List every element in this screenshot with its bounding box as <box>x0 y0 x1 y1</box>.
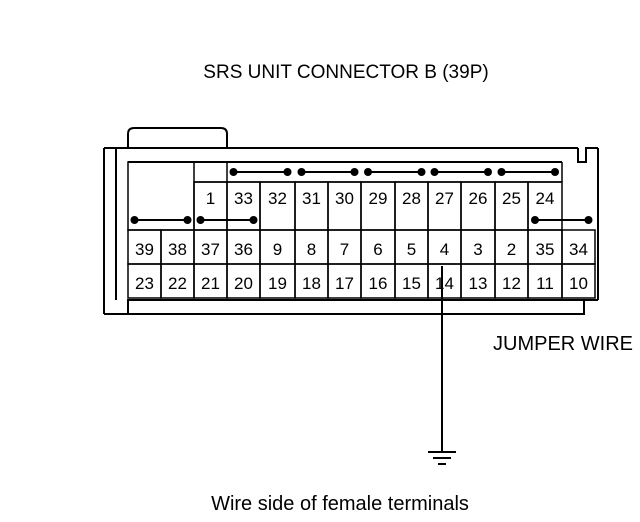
terminal-number: 20 <box>234 274 253 293</box>
terminal-number: 9 <box>273 240 282 259</box>
terminal-number: 23 <box>135 274 154 293</box>
terminal-number: 24 <box>536 189 555 208</box>
terminal-number: 28 <box>402 189 421 208</box>
terminal-number: 21 <box>201 274 220 293</box>
shorting-bar-contact <box>130 216 139 224</box>
terminal-number: 12 <box>502 274 521 293</box>
shorting-bar-contact <box>297 168 306 176</box>
terminal-number: 10 <box>569 274 588 293</box>
terminal-number: 37 <box>201 240 220 259</box>
housing-bottom-edge <box>104 299 598 315</box>
shorting-bar-contact <box>229 168 238 176</box>
jumper-wire-label: JUMPER WIRE <box>493 333 633 355</box>
terminal-number: 39 <box>135 240 154 259</box>
shorting-bar-contact <box>183 216 192 224</box>
shorting-bar-contact <box>364 168 372 176</box>
terminal-number: 34 <box>569 240 588 259</box>
terminal-number: 5 <box>407 240 416 259</box>
shorting-bar-contact <box>350 168 359 176</box>
terminal-number: 16 <box>369 274 388 293</box>
ground-symbol-icon <box>428 451 456 465</box>
shorting-bar-contact <box>584 216 593 224</box>
terminal-number: 6 <box>373 240 382 259</box>
terminal-number: 14 <box>435 274 454 293</box>
terminal-number: 36 <box>234 240 253 259</box>
shorting-bar-contact <box>249 216 258 224</box>
shorting-bar-contact <box>551 168 559 176</box>
terminal-number: 2 <box>507 240 516 259</box>
terminal-number: 27 <box>435 189 454 208</box>
terminal-number: 8 <box>307 240 316 259</box>
terminal-number: 35 <box>536 240 555 259</box>
terminal-number: 33 <box>234 189 253 208</box>
housing-latch <box>127 127 228 148</box>
shorting-bar-contact <box>484 168 492 176</box>
terminal-number: 18 <box>302 274 321 293</box>
terminal-number: 17 <box>335 274 354 293</box>
shorting-bar-contact <box>497 168 506 176</box>
terminal-number: 13 <box>469 274 488 293</box>
housing-right-notch <box>577 147 598 163</box>
diagram-title: SRS UNIT CONNECTOR B (39P) <box>203 62 488 83</box>
terminal-number: 26 <box>469 189 488 208</box>
shorting-bar-contact <box>417 168 426 176</box>
terminal-number: 11 <box>536 274 554 293</box>
terminal-number: 1 <box>206 189 215 208</box>
terminal-number: 22 <box>168 274 187 293</box>
shorting-bar-contact <box>196 216 205 224</box>
housing-bottom-skirt <box>127 300 585 315</box>
terminal-number: 7 <box>340 240 349 259</box>
terminal-cell <box>561 263 596 299</box>
terminal-number: 19 <box>268 274 287 293</box>
shorting-bar-contact <box>430 168 439 176</box>
caption: Wire side of female terminals <box>211 493 469 515</box>
connector-housing <box>103 127 599 315</box>
shorting-bar-contact <box>531 216 539 224</box>
terminal-number: 31 <box>302 189 321 208</box>
terminal-number: 30 <box>335 189 354 208</box>
terminal-number: 3 <box>473 240 482 259</box>
terminal-number: 29 <box>369 189 388 208</box>
terminal-number: 32 <box>268 189 287 208</box>
terminal-number: 38 <box>168 240 187 259</box>
terminal-number: 15 <box>402 274 421 293</box>
shorting-bars <box>130 168 593 224</box>
shorting-bar-contact <box>283 168 292 176</box>
terminal-number: 4 <box>440 240 449 259</box>
terminal-number: 25 <box>502 189 521 208</box>
